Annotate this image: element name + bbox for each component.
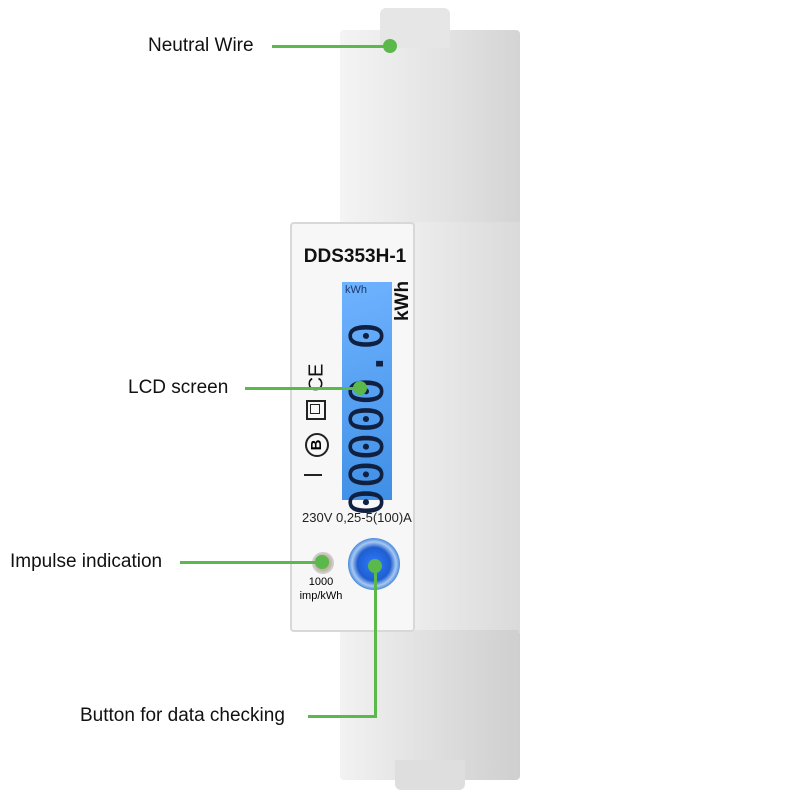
callout-line-lcd: [245, 387, 360, 390]
callout-lcd-screen: LCD screen: [128, 377, 229, 398]
meter-bottom-clip: [395, 760, 465, 790]
class-b-mark: B: [305, 433, 329, 457]
callout-dot-lcd: [353, 381, 367, 395]
impulse-unit: imp/kWh: [299, 590, 343, 602]
callout-line-neutral: [272, 45, 390, 48]
lcd-screen: 00000.0 kWh: [340, 282, 394, 516]
terminal-symbol-icon: [304, 474, 322, 476]
double-insulation-icon: [306, 400, 326, 420]
unit-label: kWh: [392, 280, 414, 322]
callout-dot-button: [368, 559, 382, 573]
callout-line-button-h: [308, 715, 376, 718]
meter-top-module: [340, 30, 520, 225]
meter-bottom-module: [340, 630, 520, 780]
lcd-reading: 00000.0: [340, 322, 394, 516]
callout-line-button-v: [374, 566, 377, 718]
callout-button: Button for data checking: [80, 705, 285, 726]
callout-dot-neutral: [383, 39, 397, 53]
callout-dot-impulse: [315, 555, 329, 569]
lcd-unit: kWh: [345, 284, 367, 296]
callout-line-impulse: [180, 561, 322, 564]
callout-neutral-wire: Neutral Wire: [148, 35, 254, 56]
model-name: DDS353H-1: [303, 246, 407, 267]
rating-label: 230V 0,25-5(100)A: [302, 510, 412, 525]
class-b-text: B: [308, 439, 325, 451]
meter-side-panel: [415, 222, 520, 632]
impulse-rate: 1000: [308, 576, 334, 588]
callout-impulse-indication: Impulse indication: [10, 551, 163, 572]
